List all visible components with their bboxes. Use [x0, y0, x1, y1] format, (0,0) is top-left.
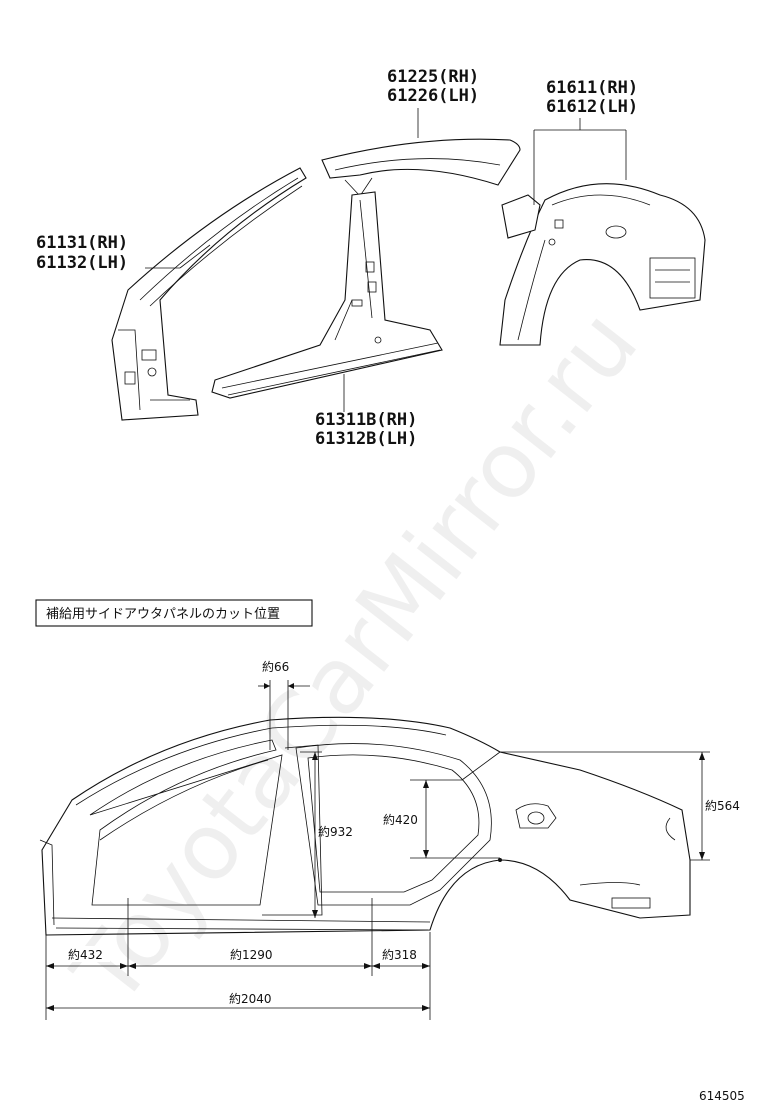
label-front-pillar-rh: 61131(RH) — [36, 233, 128, 253]
leader-lines — [145, 108, 627, 412]
dim-2040: 約2040 — [229, 991, 272, 1006]
dim-932: 約932 — [318, 824, 353, 839]
body-side-outline — [39, 716, 691, 936]
dim-66: 約66 — [262, 659, 289, 674]
dim-432: 約432 — [68, 947, 103, 962]
dim-318: 約318 — [382, 947, 417, 962]
quarter-panel-part — [499, 183, 706, 346]
label-rocker-rh: 61311B(RH) — [315, 410, 417, 430]
front-pillar-part — [111, 167, 307, 421]
label-quarter-rh: 61611(RH) — [546, 78, 638, 98]
label-roof-rail-rh: 61225(RH) — [387, 67, 479, 87]
figure-ref-code: 614505 — [699, 1089, 745, 1103]
label-roof-rail-lh: 61226(LH) — [387, 86, 479, 106]
label-rocker-lh: 61312B(LH) — [315, 429, 417, 449]
label-quarter-lh: 61612(LH) — [546, 97, 638, 117]
center-pillar-rocker-part — [211, 191, 443, 399]
roof-rail-part — [321, 138, 521, 197]
dim-564: 約564 — [705, 798, 740, 813]
cut-section-title-box — [35, 599, 313, 627]
cut-section-title: 補給用サイドアウタパネルのカット位置 — [46, 607, 280, 622]
dimension-lines — [45, 683, 710, 1020]
cut-lines — [127, 680, 501, 976]
dim-1290: 約1290 — [230, 947, 273, 962]
dim-420: 約420 — [383, 812, 418, 827]
label-front-pillar-lh: 61132(LH) — [36, 253, 128, 273]
